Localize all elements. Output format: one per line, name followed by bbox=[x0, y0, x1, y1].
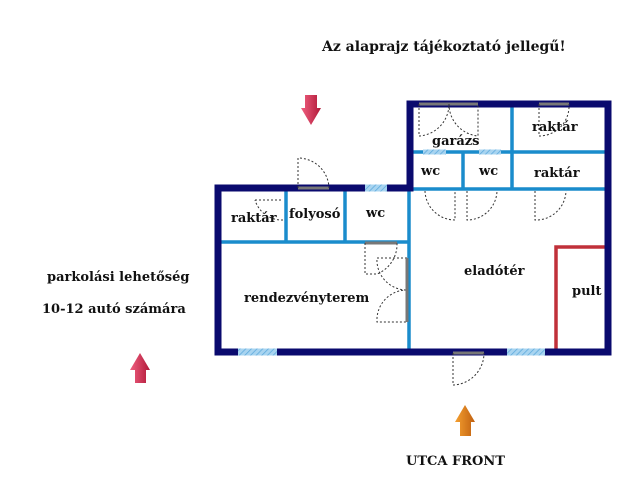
room-label-sales-floor: eladótér bbox=[464, 264, 525, 279]
room-label-wc-right: wc bbox=[478, 164, 498, 179]
outer-walls bbox=[214, 100, 612, 356]
room-label-storage-left: raktár bbox=[231, 211, 277, 226]
street-front-label: UTCA FRONT bbox=[406, 454, 505, 469]
room-label-storage-mid: raktár bbox=[534, 166, 580, 181]
room-label-garage: garázs bbox=[432, 134, 480, 149]
room-label-wc-main: wc bbox=[365, 206, 385, 221]
parking-arrow-up-icon bbox=[130, 353, 150, 383]
disclaimer-title: Az alaprajz tájékoztató jellegű! bbox=[321, 39, 566, 55]
parking-info-line2: 10-12 autó számára bbox=[42, 302, 186, 317]
windows bbox=[238, 149, 545, 356]
inner-walls bbox=[217, 103, 607, 352]
parking-arrow-down-icon bbox=[301, 95, 321, 125]
room-label-storage-top: raktár bbox=[532, 120, 578, 135]
room-label-corridor: folyosó bbox=[289, 207, 341, 222]
room-label-wc-left: wc bbox=[420, 164, 440, 179]
parking-info-line1: parkolási lehetőség bbox=[47, 270, 189, 285]
room-label-counter: pult bbox=[572, 284, 602, 299]
counter-wall bbox=[554, 245, 607, 350]
room-label-event-hall: rendezvényterem bbox=[244, 291, 370, 306]
entrance-arrow-up-icon bbox=[455, 405, 475, 436]
doors bbox=[254, 102, 570, 386]
